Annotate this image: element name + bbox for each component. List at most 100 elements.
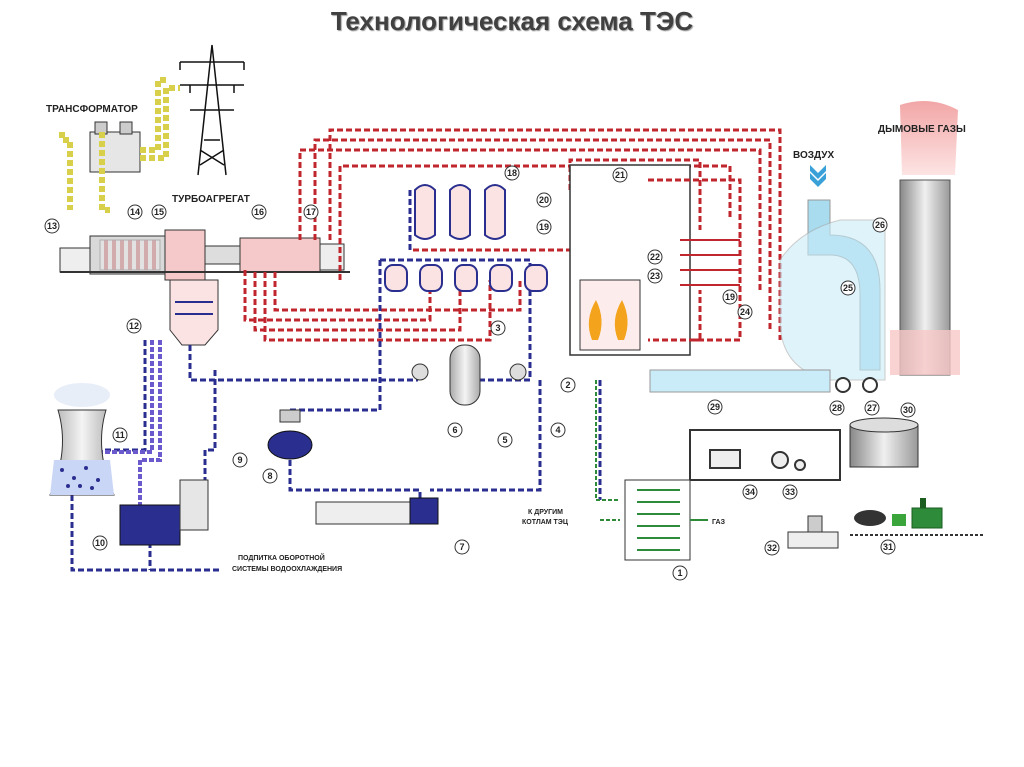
callout-17: 17 bbox=[303, 204, 319, 220]
svg-text:14: 14 bbox=[130, 207, 140, 217]
svg-text:9: 9 bbox=[237, 455, 242, 465]
cooling-water-lines bbox=[100, 340, 162, 510]
callout-14: 14 bbox=[127, 204, 143, 220]
fuel-oil-pump-32 bbox=[787, 515, 839, 549]
callout-8: 8 bbox=[262, 468, 278, 484]
svg-text:34: 34 bbox=[745, 487, 755, 497]
gas-label: ГАЗ bbox=[712, 519, 726, 526]
callout-4: 4 bbox=[550, 422, 566, 438]
condenser bbox=[169, 279, 219, 346]
callout-1: 1 bbox=[672, 565, 688, 581]
svg-text:29: 29 bbox=[710, 402, 720, 412]
svg-text:12: 12 bbox=[129, 321, 139, 331]
callout-27: 27 bbox=[864, 400, 880, 416]
svg-text:30: 30 bbox=[903, 405, 913, 415]
callout-25: 25 bbox=[840, 280, 856, 296]
tpp-process-diagram: ТРАНСФОРМАТОР ТУРБОАГРЕГАТ bbox=[44, 44, 984, 581]
svg-text:22: 22 bbox=[650, 252, 660, 262]
svg-text:32: 32 bbox=[767, 543, 777, 553]
callout-3: 3 bbox=[490, 320, 506, 336]
callout-28: 28 bbox=[829, 400, 845, 416]
svg-text:26: 26 bbox=[875, 220, 885, 230]
deaerator-tank bbox=[411, 344, 527, 406]
svg-text:17: 17 bbox=[306, 207, 316, 217]
svg-text:5: 5 bbox=[502, 435, 507, 445]
callout-22: 22 bbox=[647, 249, 663, 265]
callout-34: 34 bbox=[742, 484, 758, 500]
callout-7: 7 bbox=[454, 539, 470, 555]
svg-text:33: 33 bbox=[785, 487, 795, 497]
callout-29: 29 bbox=[707, 399, 723, 415]
page-title: Технологическая схема ТЭС bbox=[330, 6, 694, 36]
svg-text:18: 18 bbox=[507, 168, 517, 178]
svg-text:8: 8 bbox=[267, 471, 272, 481]
svg-text:10: 10 bbox=[95, 538, 105, 548]
callout-15: 15 bbox=[151, 204, 167, 220]
svg-text:2: 2 bbox=[565, 380, 570, 390]
fuel-oil-heaters bbox=[689, 429, 841, 481]
svg-text:19: 19 bbox=[725, 292, 735, 302]
air-label: ВОЗДУХ bbox=[793, 150, 834, 161]
callout-20: 20 bbox=[536, 192, 552, 208]
svg-text:15: 15 bbox=[154, 207, 164, 217]
air-arrow-icon bbox=[810, 165, 826, 187]
other-boilers-label-2: КОТЛАМ ТЭЦ bbox=[522, 519, 569, 526]
callout-10: 10 bbox=[92, 535, 108, 551]
callout-18: 18 bbox=[504, 165, 520, 181]
rail-tank-train-icon bbox=[850, 498, 984, 536]
draft-fan-icon bbox=[835, 377, 851, 393]
svg-text:25: 25 bbox=[843, 283, 853, 293]
callout-2: 2 bbox=[560, 377, 576, 393]
svg-text:16: 16 bbox=[254, 207, 264, 217]
steam-lines bbox=[243, 128, 782, 342]
svg-text:6: 6 bbox=[452, 425, 457, 435]
svg-text:19: 19 bbox=[539, 222, 549, 232]
steam-boiler bbox=[569, 164, 742, 356]
turbine-generator-set bbox=[59, 229, 350, 281]
makeup-label-2: СИСТЕМЫ ВОДООХЛАЖДЕНИЯ bbox=[232, 566, 342, 573]
svg-text:21: 21 bbox=[615, 170, 625, 180]
callout-33: 33 bbox=[782, 484, 798, 500]
callouts: 1 2 3 4 5 6 7 8 9 10 11 12 13 14 15 16 1… bbox=[44, 165, 916, 581]
callout-12: 12 bbox=[126, 318, 142, 334]
svg-text:28: 28 bbox=[832, 403, 842, 413]
pump-unit-7 bbox=[315, 497, 439, 525]
low-pressure-heaters bbox=[384, 264, 548, 292]
callout-32: 32 bbox=[764, 540, 780, 556]
svg-text:20: 20 bbox=[539, 195, 549, 205]
callout-5: 5 bbox=[497, 432, 513, 448]
callout-26: 26 bbox=[872, 217, 888, 233]
air-flue-duct bbox=[649, 199, 886, 393]
svg-text:24: 24 bbox=[740, 307, 750, 317]
callout-6: 6 bbox=[447, 422, 463, 438]
callout-30: 30 bbox=[900, 402, 916, 418]
turbine-label: ТУРБОАГРЕГАТ bbox=[172, 194, 250, 205]
callout-16: 16 bbox=[251, 204, 267, 220]
svg-text:31: 31 bbox=[883, 542, 893, 552]
high-pressure-heaters bbox=[414, 184, 506, 240]
transformer-label: ТРАНСФОРМАТОР bbox=[46, 104, 138, 115]
feed-pump bbox=[267, 409, 313, 460]
cooling-tower bbox=[49, 383, 115, 496]
gas-lines bbox=[595, 380, 620, 521]
svg-text:4: 4 bbox=[555, 425, 560, 435]
callout-19: 19 bbox=[536, 219, 552, 235]
svg-text:27: 27 bbox=[867, 403, 877, 413]
svg-text:13: 13 bbox=[47, 221, 57, 231]
transformer-icon bbox=[59, 77, 180, 213]
svg-text:11: 11 bbox=[115, 430, 125, 440]
circulating-pump bbox=[119, 479, 209, 546]
fuel-oil-tank bbox=[849, 417, 919, 468]
callout-19b: 19 bbox=[722, 289, 738, 305]
callout-13: 13 bbox=[44, 218, 60, 234]
svg-text:7: 7 bbox=[459, 542, 464, 552]
makeup-label-1: ПОДПИТКА ОБОРОТНОЙ bbox=[238, 553, 325, 562]
chimney bbox=[890, 101, 960, 376]
callout-21: 21 bbox=[612, 167, 628, 183]
callout-11: 11 bbox=[112, 427, 128, 443]
other-boilers-label-1: К ДРУГИМ bbox=[528, 509, 563, 516]
callout-31: 31 bbox=[880, 539, 896, 555]
gas-distribution-station bbox=[624, 479, 708, 561]
svg-text:3: 3 bbox=[495, 323, 500, 333]
callout-23: 23 bbox=[647, 268, 663, 284]
